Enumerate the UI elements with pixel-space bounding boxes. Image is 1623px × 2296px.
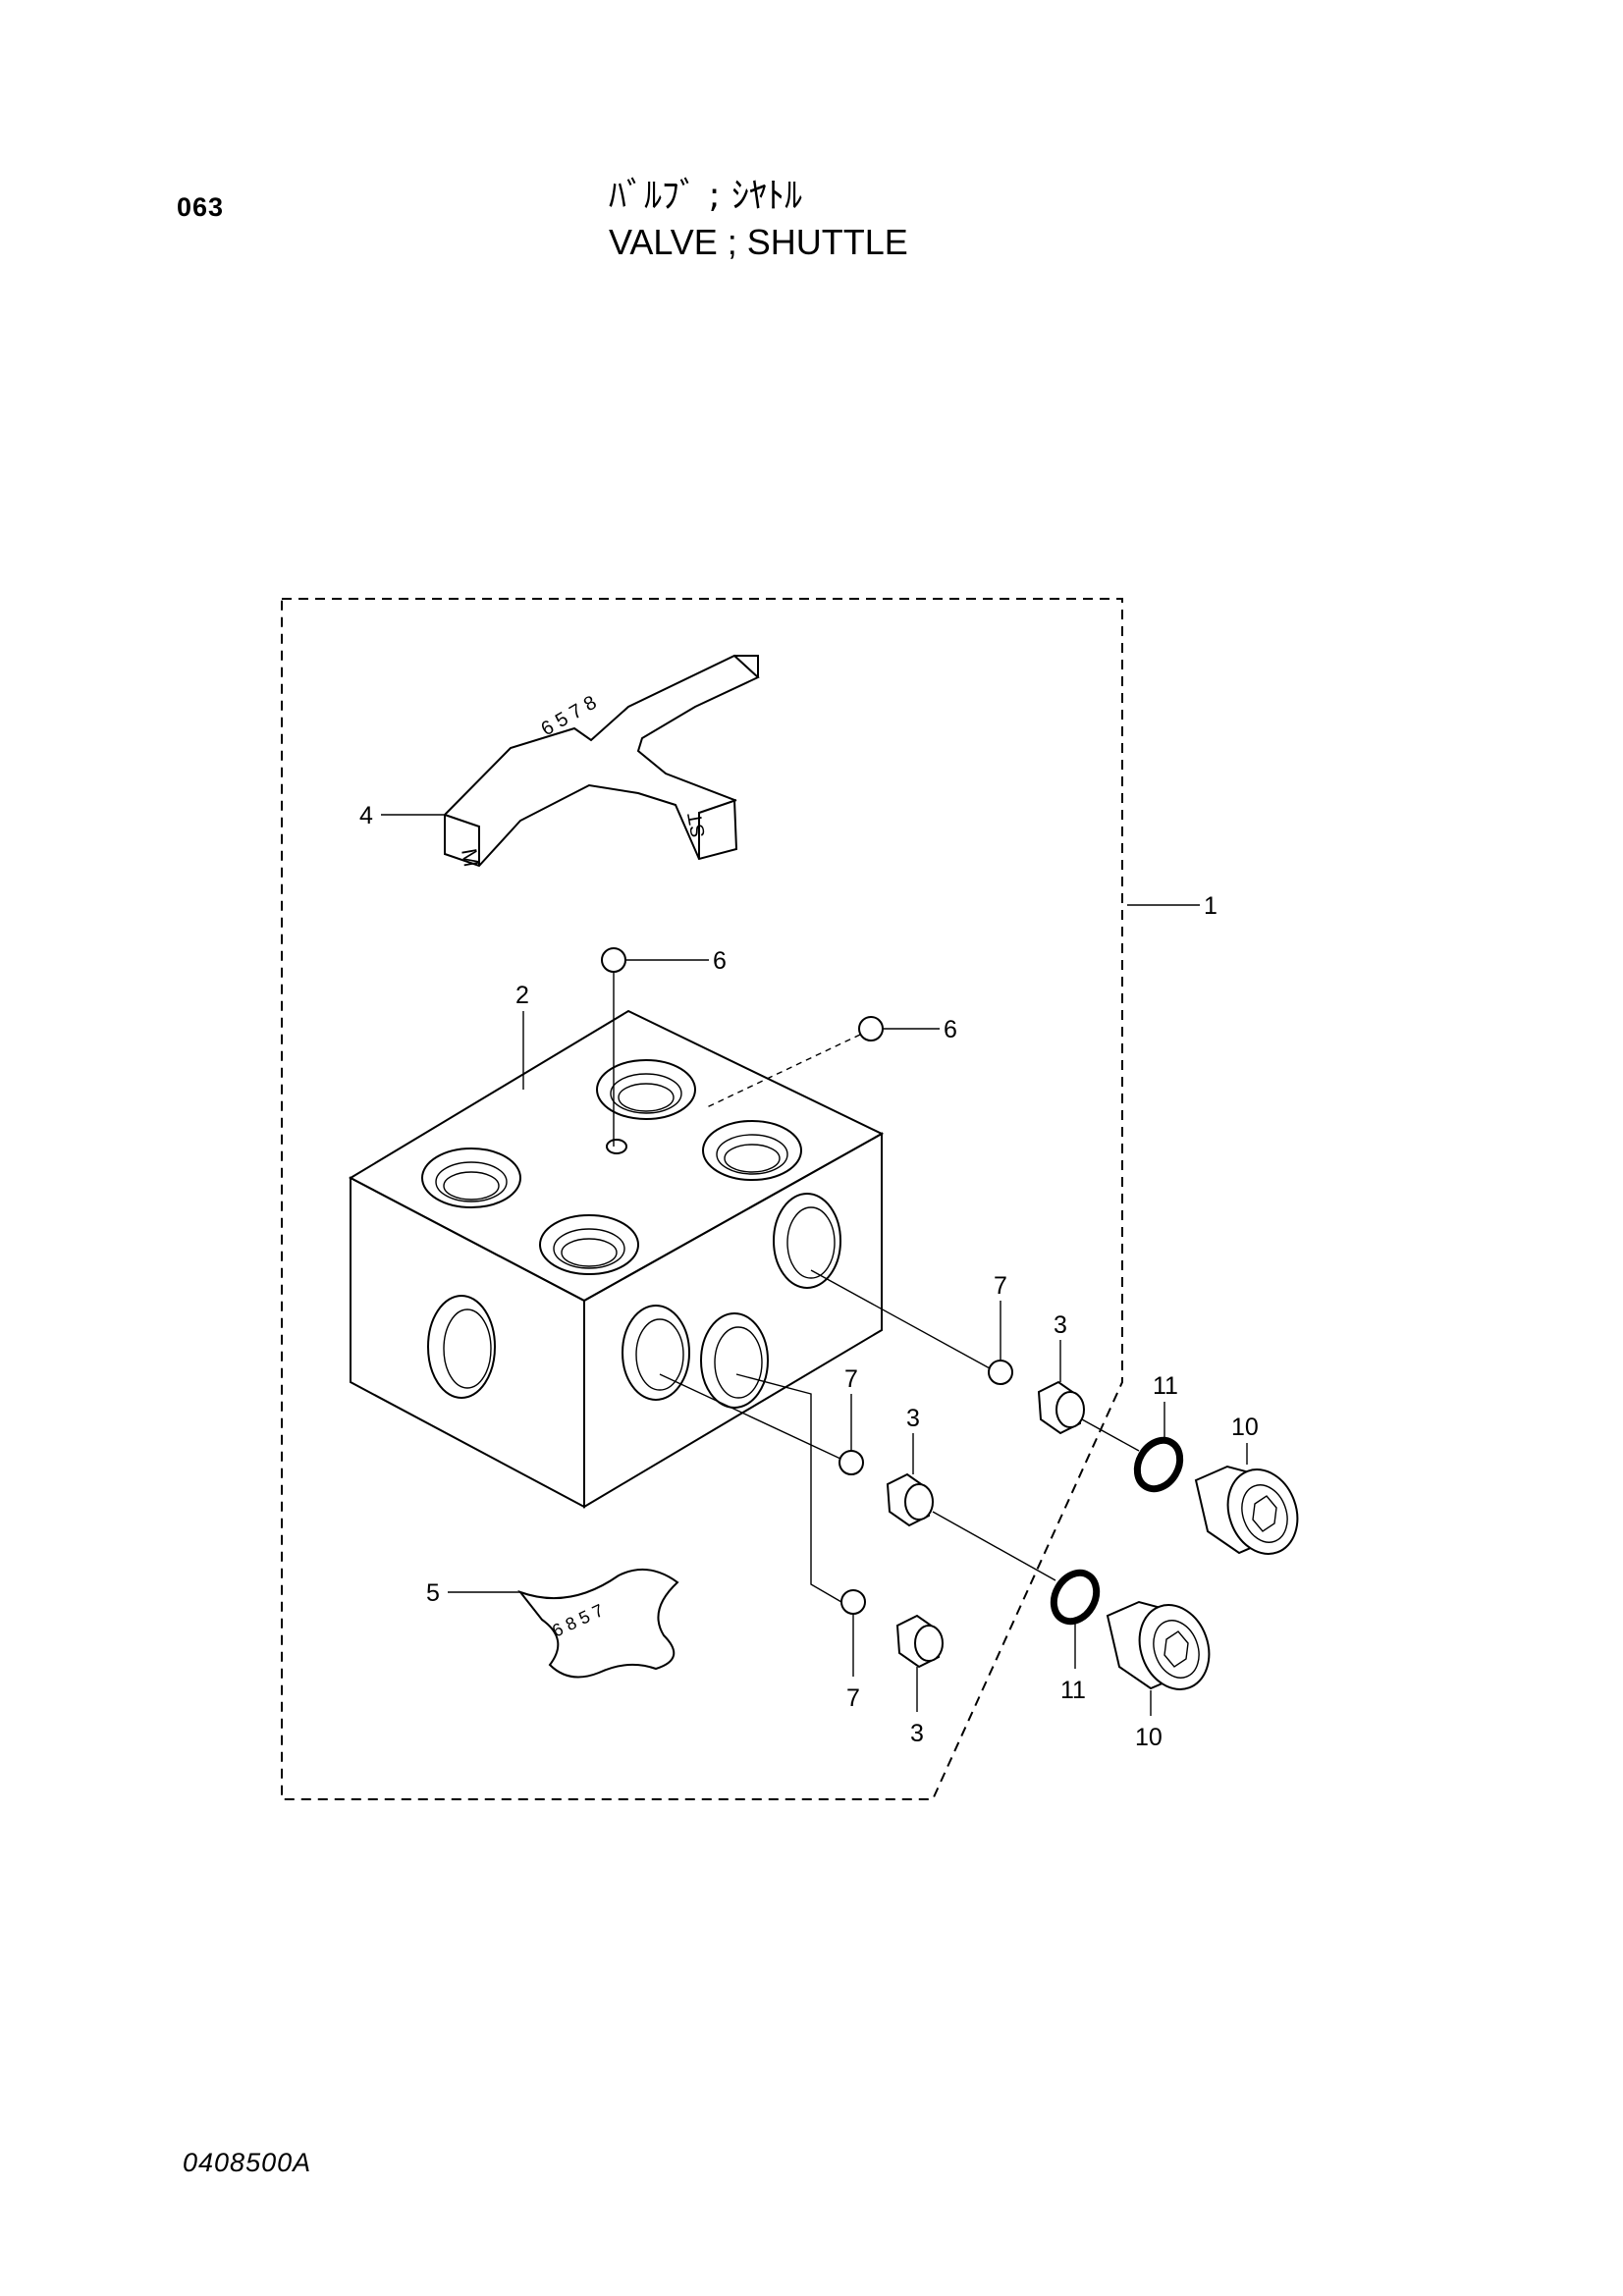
bracket-part: M ST 6 5 7 8 xyxy=(444,654,760,869)
callout-4: 4 xyxy=(359,802,373,829)
assembly-boundary xyxy=(281,598,1123,1800)
callout-3a: 3 xyxy=(1054,1311,1067,1339)
title-block: ﾊﾞﾙﾌﾞ ; ｼﾔﾄﾙ VALVE ; SHUTTLE xyxy=(609,173,1296,265)
callout-11a: 11 xyxy=(1153,1372,1178,1400)
plug-10-b xyxy=(1106,1600,1211,1690)
callout-11b: 11 xyxy=(1060,1677,1086,1704)
callout-7c: 7 xyxy=(846,1684,860,1712)
title-japanese: ﾊﾞﾙﾌﾞ ; ｼﾔﾄﾙ xyxy=(609,176,803,216)
bracket-stamp-st: ST xyxy=(684,811,710,839)
plug-3-c xyxy=(895,1614,944,1669)
ball-7-c xyxy=(840,1589,866,1615)
ball-7-a xyxy=(988,1360,1013,1385)
callout-1: 1 xyxy=(1204,892,1217,920)
title-english: VALVE ; SHUTTLE xyxy=(609,222,908,262)
document-code: 0408500A xyxy=(183,2148,312,2177)
callout-7a: 7 xyxy=(994,1272,1007,1300)
callout-10b: 10 xyxy=(1135,1724,1163,1751)
plug-10-a xyxy=(1194,1465,1299,1555)
callout-2: 2 xyxy=(515,982,529,1009)
callout-7b: 7 xyxy=(844,1365,858,1393)
ball-6-right xyxy=(858,1016,884,1041)
o-ring-11-b xyxy=(1050,1569,1101,1626)
callout-3c: 3 xyxy=(910,1720,924,1747)
callout-6b: 6 xyxy=(944,1016,957,1043)
callout-5: 5 xyxy=(426,1579,440,1607)
ball-7-b xyxy=(839,1450,864,1475)
ball-6-top xyxy=(601,947,626,973)
callout-6a: 6 xyxy=(713,947,727,975)
o-ring-11-a xyxy=(1133,1436,1184,1493)
bracket-stamp-m: M xyxy=(457,847,484,869)
callout-3b: 3 xyxy=(906,1405,920,1432)
valve-block xyxy=(348,1009,885,1509)
plug-3-b xyxy=(886,1472,934,1527)
callout-10a: 10 xyxy=(1231,1414,1259,1441)
plate-part: 6 8 5 7 xyxy=(517,1568,679,1679)
plug-3-a xyxy=(1037,1380,1085,1435)
page-code: 063 xyxy=(177,192,225,222)
